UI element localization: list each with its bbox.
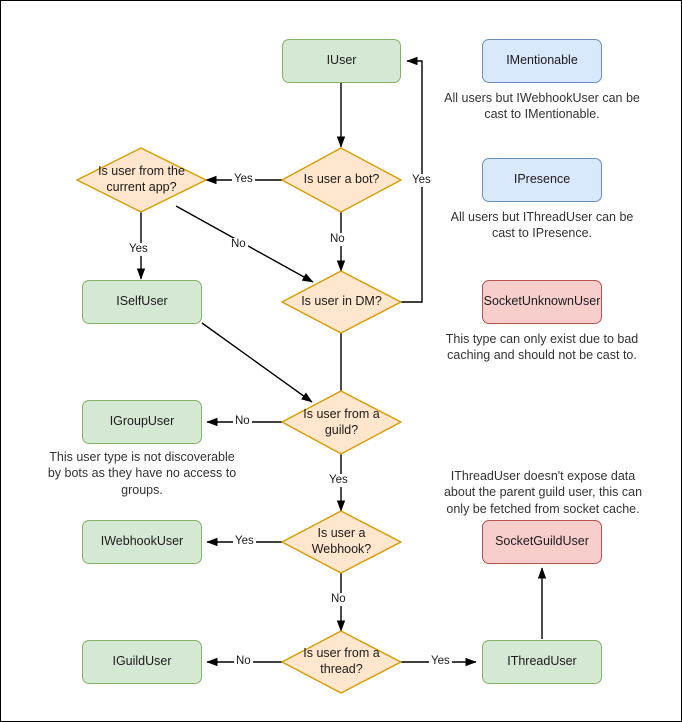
node-socketunknownuser[interactable]: SocketUnknownUser <box>482 280 602 324</box>
node-iguilduser[interactable]: IGuildUser <box>82 640 202 684</box>
edge-label-guild-yes: Yes <box>327 474 350 487</box>
node-ipresence[interactable]: IPresence <box>482 158 602 202</box>
caption-igroupuser: This user type is not discoverable by bo… <box>47 450 237 497</box>
edge-label-thread-no: No <box>234 655 253 668</box>
caption-socketunknownuser: This type can only exist due to bad cach… <box>445 332 639 363</box>
node-iselfuser[interactable]: ISelfUser <box>82 280 202 324</box>
node-is-user-from-current-app-label: Is user from the current app? <box>98 164 185 194</box>
node-is-user-from-current-app[interactable]: Is user from the current app? <box>77 148 206 212</box>
node-socketunknownuser-label: SocketUnknownUser <box>483 294 601 309</box>
node-ithreaduser[interactable]: IThreadUser <box>482 640 602 684</box>
caption-socketguilduser: IThreadUser doesn't expose data about th… <box>443 469 643 516</box>
node-socketguilduser[interactable]: SocketGuildUser <box>482 520 602 564</box>
edge-label-guild-no: No <box>233 415 252 428</box>
node-is-user-in-dm[interactable]: Is user in DM? <box>282 271 401 333</box>
caption-ipresence: All users but IThreadUser can be cast to… <box>450 210 634 241</box>
edge-label-current-app-yes: Yes <box>127 243 150 256</box>
node-is-user-a-webhook[interactable]: Is user a Webhook? <box>282 511 401 573</box>
node-is-user-from-a-thread-label: Is user from a thread? <box>303 646 380 676</box>
node-igroupuser[interactable]: IGroupUser <box>82 400 202 444</box>
node-imentionable[interactable]: IMentionable <box>482 39 602 83</box>
node-is-user-in-dm-label: Is user in DM? <box>301 294 382 309</box>
edge-label-webhook-yes: Yes <box>233 535 256 548</box>
node-is-user-a-bot[interactable]: Is user a bot? <box>282 148 401 212</box>
node-ipresence-label: IPresence <box>513 172 571 187</box>
node-iselfuser-label: ISelfUser <box>116 294 168 309</box>
node-iwebhookuser-label: IWebhookUser <box>100 534 184 549</box>
node-iwebhookuser[interactable]: IWebhookUser <box>82 520 202 564</box>
node-iuser[interactable]: IUser <box>282 39 401 83</box>
node-igroupuser-label: IGroupUser <box>109 414 175 429</box>
edge-label-webhook-no: No <box>329 593 348 606</box>
edge-label-current-app-no: No <box>229 238 248 251</box>
caption-imentionable: All users but IWebhookUser can be cast t… <box>444 91 640 122</box>
node-is-user-from-a-thread[interactable]: Is user from a thread? <box>282 631 401 693</box>
node-iuser-label: IUser <box>326 53 357 68</box>
edge-label-thread-yes: Yes <box>429 655 452 668</box>
node-socketguilduser-label: SocketGuildUser <box>495 534 589 549</box>
node-imentionable-label: IMentionable <box>506 53 578 68</box>
node-iguilduser-label: IGuildUser <box>112 654 172 669</box>
node-is-user-a-bot-label: Is user a bot? <box>303 172 380 187</box>
node-is-user-from-a-guild[interactable]: Is user from a guild? <box>282 391 401 454</box>
edge-label-bot-yes: Yes <box>232 173 255 186</box>
node-is-user-a-webhook-label: Is user a Webhook? <box>311 526 372 556</box>
edge-label-dm-yes: Yes <box>410 174 433 187</box>
node-ithreaduser-label: IThreadUser <box>507 654 577 669</box>
edge-label-bot-no: No <box>328 233 347 246</box>
node-is-user-from-a-guild-label: Is user from a guild? <box>303 406 380 437</box>
